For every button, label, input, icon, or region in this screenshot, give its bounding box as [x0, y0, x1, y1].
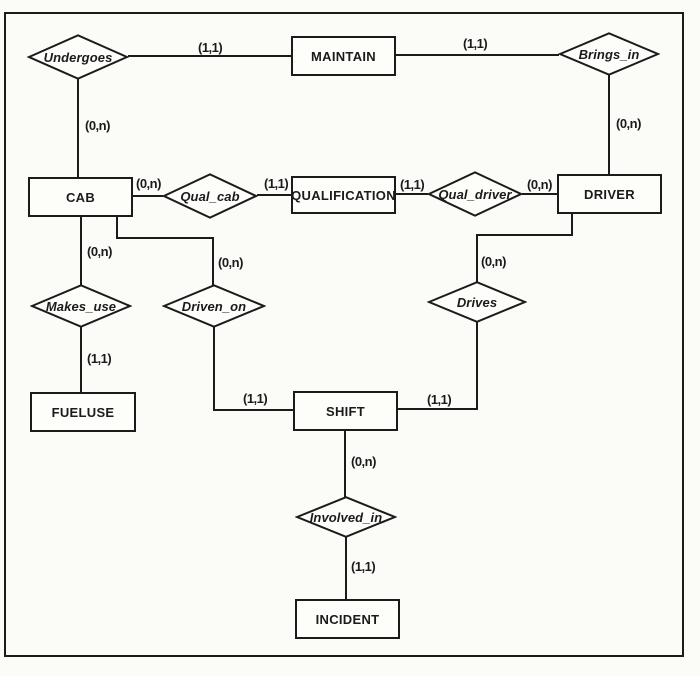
cardinality-cab-makesuse: (0,n)	[87, 244, 112, 259]
entity-incident: INCIDENT	[295, 599, 400, 639]
cardinality-drives-shift: (1,1)	[427, 392, 452, 407]
entity-label: SHIFT	[325, 403, 366, 419]
cardinality-qualcab-qualification: (1,1)	[264, 176, 289, 191]
cardinality-driver-drives: (0,n)	[481, 254, 506, 269]
diamond-shape	[27, 34, 129, 80]
entity-label: CAB	[65, 189, 96, 205]
diamond-shape	[427, 171, 523, 217]
connector-cab-qualcab	[132, 195, 163, 197]
cardinality-undergoes-maintain: (1,1)	[198, 40, 223, 55]
cardinality-makesuse-fueluse: (1,1)	[87, 351, 112, 366]
entity-label: DRIVER	[584, 186, 635, 202]
connector-undergoes-cab	[77, 79, 79, 178]
relationship-label: Driven_on	[181, 298, 247, 314]
connector-qualdriver-driver	[522, 193, 558, 195]
connector-qualification-qualdriver	[395, 193, 428, 195]
relationship-label: Brings_in	[578, 46, 640, 62]
entity-cab: CAB	[28, 177, 133, 217]
cardinality-bringsin-driver: (0,n)	[616, 116, 641, 131]
connector-cab-drivenon-1	[116, 216, 118, 239]
cardinality-cab-qualcab: (0,n)	[136, 176, 161, 191]
entity-label: MAINTAIN	[311, 48, 376, 64]
cardinality-shift-involvedin: (0,n)	[351, 454, 376, 469]
connector-cab-drivenon-3	[212, 237, 214, 285]
entity-maintain: MAINTAIN	[291, 36, 396, 76]
cardinality-cab-drivenon: (0,n)	[218, 255, 243, 270]
diamond-shape	[427, 281, 527, 323]
connector-drivenon-shift-1	[213, 327, 215, 411]
diamond-shape	[295, 496, 397, 538]
connector-driver-drives-1	[571, 213, 573, 236]
diamond-shape	[30, 284, 132, 328]
connector-cab-makesuse	[80, 216, 82, 285]
relationship-driven-on: Driven_on	[162, 284, 266, 328]
relationship-undergoes: Undergoes	[27, 34, 129, 80]
connector-drives-shift-2	[397, 408, 477, 410]
connector-driver-drives-3	[476, 234, 478, 282]
diamond-shape	[162, 173, 258, 219]
entity-shift: SHIFT	[293, 391, 398, 431]
connector-driver-drives-2	[476, 234, 572, 236]
relationship-qual-driver: Qual_driver	[427, 171, 523, 217]
cardinality-involvedin-incident: (1,1)	[351, 559, 376, 574]
cardinality-qualification-qualdriver: (1,1)	[400, 177, 425, 192]
cardinality-maintain-bringsin: (1,1)	[463, 36, 488, 51]
cardinality-qualdriver-driver: (0,n)	[527, 177, 552, 192]
relationship-makes-use: Makes_use	[30, 284, 132, 328]
connector-qualcab-qualification	[257, 194, 292, 196]
entity-label: INCIDENT	[315, 611, 380, 627]
connector-undergoes-maintain	[128, 55, 292, 57]
relationship-brings-in: Brings_in	[558, 32, 660, 76]
connector-shift-involvedin	[344, 430, 346, 497]
connector-cab-drivenon-2	[116, 237, 214, 239]
cardinality-drivenon-shift: (1,1)	[243, 391, 268, 406]
entity-qualification: QUALIFICATION	[291, 176, 396, 214]
entity-label: FUELUSE	[51, 404, 115, 420]
connector-maintain-bringsin	[395, 54, 559, 56]
relationship-label: Makes_use	[45, 298, 117, 314]
connector-drivenon-shift-2	[213, 409, 294, 411]
diagram-border	[4, 12, 684, 657]
relationship-label: Drives	[456, 294, 498, 310]
entity-label: QUALIFICATION	[291, 187, 396, 203]
cardinality-undergoes-cab: (0,n)	[85, 118, 110, 133]
connector-makesuse-fueluse	[80, 327, 82, 393]
relationship-qual-cab: Qual_cab	[162, 173, 258, 219]
relationship-label: Involved_in	[309, 509, 383, 525]
relationship-drives: Drives	[427, 281, 527, 323]
relationship-label: Undergoes	[43, 49, 113, 65]
entity-driver: DRIVER	[557, 174, 662, 214]
relationship-label: Qual_driver	[438, 186, 512, 202]
relationship-label: Qual_cab	[180, 188, 240, 204]
connector-bringsin-driver	[608, 75, 610, 175]
entity-fueluse: FUELUSE	[30, 392, 136, 432]
relationship-involved-in: Involved_in	[295, 496, 397, 538]
diamond-shape	[558, 32, 660, 76]
connector-involvedin-incident	[345, 537, 347, 600]
diamond-shape	[162, 284, 266, 328]
connector-drives-shift-1	[476, 322, 478, 410]
